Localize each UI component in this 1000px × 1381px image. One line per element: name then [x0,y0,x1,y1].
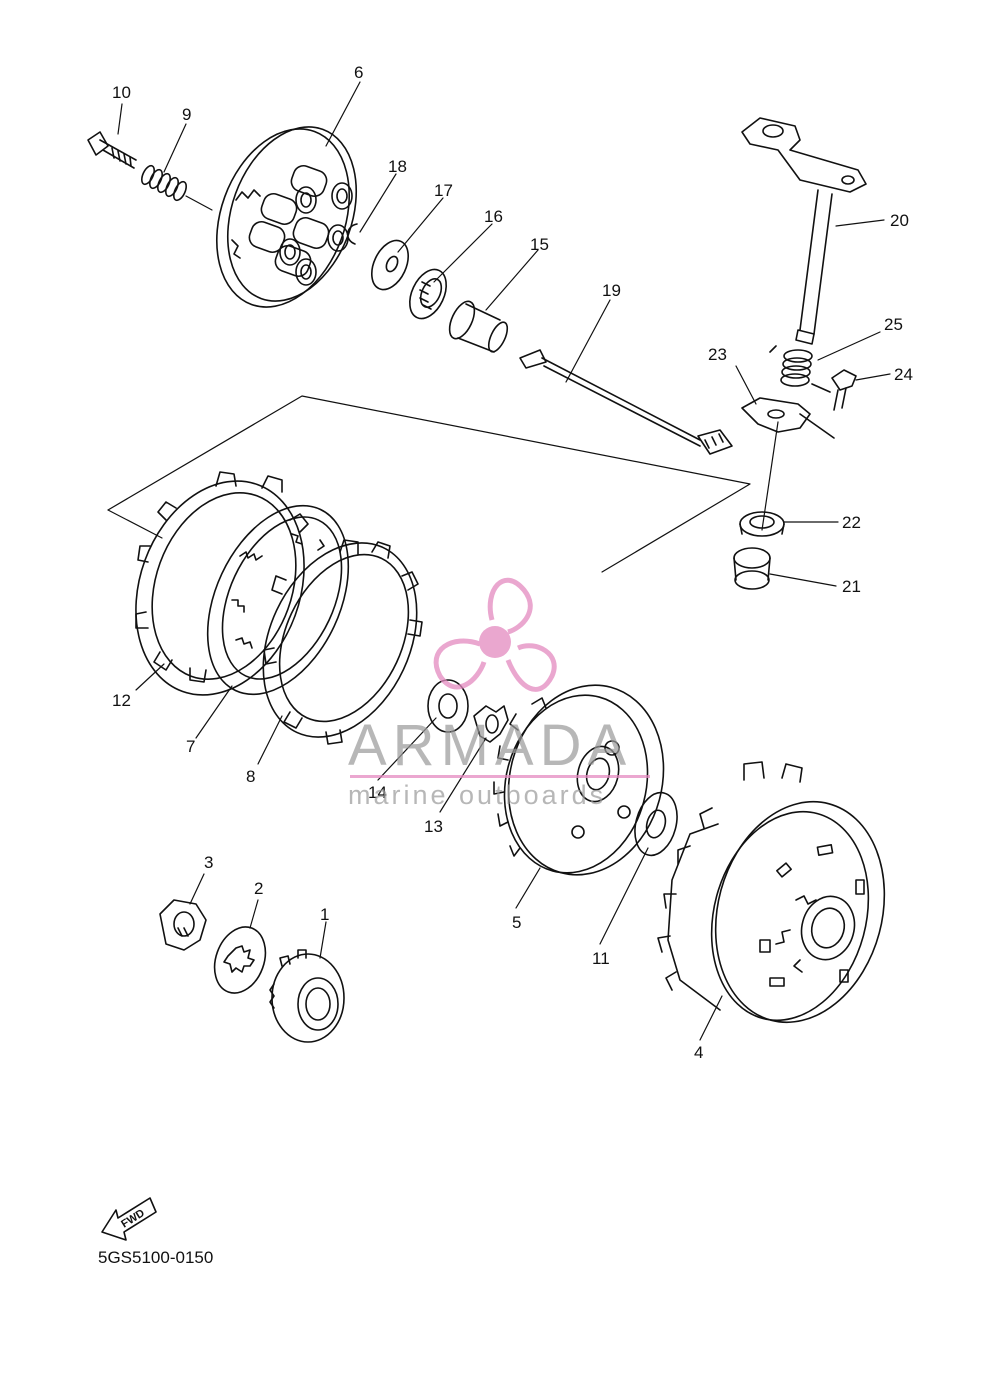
part-label: 7 [186,737,195,756]
part-18-circlip[interactable] [346,223,358,245]
diagram-code: 5GS5100-0150 [98,1248,214,1267]
part-13-lock-washer[interactable] [473,705,509,743]
part-label: 9 [182,105,191,124]
part-label: 15 [530,235,549,254]
part-label: 22 [842,513,861,532]
part-8-friction-plate[interactable] [233,518,446,762]
part-10-bolt[interactable] [87,131,137,169]
watermark-brand: ARMADA [348,713,633,778]
part-2-lock-washer[interactable] [206,920,274,1000]
part-label: 20 [890,211,909,230]
fwd-arrow-icon [101,1197,157,1241]
part-3-nut[interactable] [159,899,207,951]
part-label: 24 [894,365,913,384]
part-label: 6 [354,63,363,82]
part-label: 3 [204,853,213,872]
part-label: 1 [320,905,329,924]
part-label: 2 [254,879,263,898]
watermark-tagline: marine outboards [348,780,607,810]
plate-group-frame [107,395,751,573]
part-label: 16 [484,207,503,226]
part-19-push-rod[interactable] [519,349,733,455]
part-5-clutch-boss[interactable] [485,668,684,893]
part-label: 17 [434,181,453,200]
part-6-pressure-plate[interactable] [193,109,379,326]
part-label: 18 [388,157,407,176]
part-4-clutch-housing[interactable] [657,761,908,1041]
part-label: 11 [592,949,610,968]
part-24-screw[interactable] [831,369,857,411]
leader-lines [117,81,891,1041]
part-label: 25 [884,315,903,334]
part-label: 10 [112,83,131,102]
part-15-push-piece[interactable] [444,298,511,355]
watermark-propeller-icon [433,577,557,692]
part-23-plate[interactable] [741,397,835,439]
part-1-drive-gear[interactable] [269,949,345,1043]
part-label: 14 [368,783,387,802]
part-12-friction-plate[interactable] [107,457,333,718]
part-number-labels: 1 2 3 4 5 6 7 8 9 10 11 12 13 14 15 16 1… [112,63,913,1062]
part-25-spring[interactable] [769,345,831,393]
watermark-underline [350,775,650,778]
part-label: 21 [842,577,861,596]
part-17-washer[interactable] [365,235,416,296]
part-11-thrust-washer[interactable] [628,788,683,860]
part-9-spring[interactable] [139,164,213,211]
part-label: 19 [602,281,621,300]
part-14-washer[interactable] [427,679,469,733]
part-22-oil-seal[interactable] [739,421,785,537]
part-7-clutch-plate[interactable] [180,483,377,717]
part-16-bearing[interactable] [403,264,454,325]
part-21-bush[interactable] [733,547,771,590]
part-label: 8 [246,767,255,786]
part-20-lever-shaft[interactable] [741,117,867,345]
part-label: 12 [112,691,131,710]
part-label: 13 [424,817,443,836]
part-label: 5 [512,913,521,932]
part-label: 4 [694,1043,703,1062]
part-label: 23 [708,345,727,364]
